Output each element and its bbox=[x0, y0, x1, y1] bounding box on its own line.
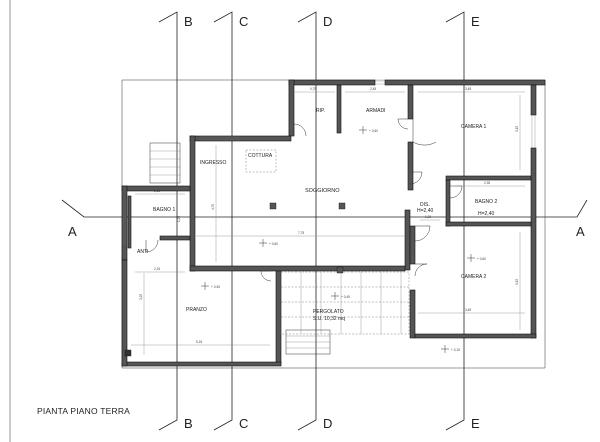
axis-d bbox=[297, 11, 317, 431]
level-marker-outside bbox=[441, 345, 449, 353]
door-swings bbox=[145, 118, 463, 282]
axis-label-e-top: E bbox=[471, 14, 480, 29]
level-markers bbox=[201, 126, 475, 353]
dim-pranzo-height: 3,25 bbox=[139, 294, 143, 300]
room-label-anti: ANTI bbox=[137, 249, 148, 255]
axis-label-c-top: C bbox=[239, 14, 248, 29]
pergolato-steps bbox=[285, 329, 331, 355]
axis-label-c-bottom: C bbox=[239, 416, 248, 431]
drawing-title: PIANTA PIANO TERRA bbox=[37, 406, 130, 416]
dim-soggiorno-height: 4,70 bbox=[211, 204, 215, 210]
columns bbox=[124, 202, 346, 357]
room-label-dis-height: H=2,40 bbox=[417, 208, 433, 214]
room-label-armadi: ARMADI bbox=[366, 108, 385, 114]
axis-label-e-bottom: E bbox=[471, 416, 480, 431]
level-text-camera2: + 0,60 bbox=[477, 257, 486, 261]
axis-label-a-right: A bbox=[576, 224, 585, 239]
axis-label-b-bottom: B bbox=[184, 416, 193, 431]
axis-a bbox=[61, 199, 588, 218]
room-label-rip: RIP. bbox=[316, 108, 325, 114]
axis-label-d-top: D bbox=[323, 14, 332, 29]
dim-camera1-height: 3,15 bbox=[515, 126, 519, 132]
pergolato-grid bbox=[280, 271, 410, 335]
level-marker-camera2 bbox=[467, 254, 475, 262]
room-label-pergolato: PERGOLATO bbox=[313, 309, 344, 315]
level-marker-pranzo bbox=[201, 282, 209, 290]
room-label-camera1: CAMERA 1 bbox=[461, 124, 487, 130]
dim-camera2-width: 3,45 bbox=[465, 308, 471, 312]
level-marker-pergolato bbox=[331, 292, 339, 300]
level-text-soggiorno: + 0,60 bbox=[269, 242, 278, 246]
axis-label-d-bottom: D bbox=[323, 416, 332, 431]
room-label-bagno2: BAGNO 2 bbox=[475, 199, 497, 205]
dim-bagno1-height: 1,25 bbox=[177, 216, 181, 222]
cottura-outline bbox=[245, 149, 277, 173]
axis-c bbox=[213, 11, 233, 431]
windows bbox=[122, 80, 536, 245]
room-label-ingresso: INGRESSO bbox=[200, 160, 227, 166]
room-label-pranzo: PRANZO bbox=[186, 307, 207, 313]
axis-e bbox=[445, 11, 465, 431]
axis-label-b-top: B bbox=[184, 14, 193, 29]
level-text-armadi: + 0,60 bbox=[369, 129, 378, 133]
axis-label-a-left: A bbox=[68, 224, 77, 239]
dim-rip-width: 0,75 bbox=[310, 87, 316, 91]
room-label-soggiorno: SOGGIORNO bbox=[305, 188, 340, 194]
walls bbox=[121, 79, 546, 367]
level-marker-armadi bbox=[359, 126, 367, 134]
dim-bagno2-width: 2,35 bbox=[484, 181, 490, 185]
level-text-outside: + 0,15 bbox=[451, 348, 460, 352]
dimension-lines bbox=[131, 91, 525, 355]
level-text-pergolato: + 0,45 bbox=[341, 295, 350, 299]
dim-camera1-width: 3,45 bbox=[465, 87, 471, 91]
level-text-pranzo: + 0,45 bbox=[211, 285, 220, 289]
room-label-bagno2-height: H=2,40 bbox=[478, 211, 494, 217]
dim-pranzo-width: 5,15 bbox=[196, 340, 202, 344]
room-label-camera2: CAMERA 2 bbox=[461, 274, 487, 280]
entrance-steps bbox=[149, 142, 181, 184]
dim-anti-width: 2,15 bbox=[154, 267, 160, 271]
level-marker-soggiorno bbox=[259, 239, 267, 247]
axis-lines bbox=[61, 11, 588, 431]
room-label-bagno1: BAGNO 1 bbox=[153, 207, 175, 213]
dim-dis-width: 1,20 bbox=[425, 215, 431, 219]
axis-b bbox=[158, 11, 178, 431]
dim-soggiorno-width: 7,75 bbox=[298, 231, 304, 235]
room-label-cottura: COTTURA bbox=[248, 153, 273, 159]
dim-armadi-width: 2,45 bbox=[370, 87, 376, 91]
dim-camera2-height: 3,15 bbox=[515, 279, 519, 285]
room-label-dis: DIS. bbox=[420, 202, 430, 208]
room-label-pergolato-area: S.U. 10,32 mq bbox=[313, 316, 345, 322]
dim-bagno1-width: 2,15 bbox=[154, 189, 160, 193]
